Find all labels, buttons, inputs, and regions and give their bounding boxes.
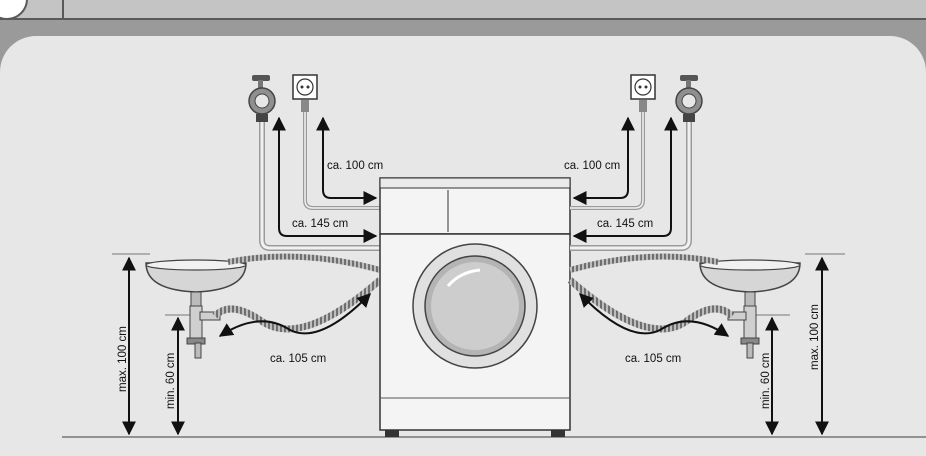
water-tap-icon — [248, 75, 276, 122]
installation-diagram: ca. 100 cm ca. 145 cm ca. 105 cm max. 10… — [62, 74, 926, 438]
header-divider — [62, 0, 64, 18]
inlet-hose-length-label-right: ca. 145 cm — [597, 218, 653, 230]
drain-hose-length-label-left: ca. 105 cm — [270, 353, 326, 365]
drain-hose-lower-left — [212, 277, 383, 333]
sink-icon — [145, 259, 247, 359]
power-socket-icon — [630, 74, 656, 112]
drain-hose-length-label-right: ca. 105 cm — [625, 353, 681, 365]
inlet-hose-arrow-right — [572, 116, 678, 243]
drain-hose-lower-right — [567, 277, 735, 333]
drain-hose-arrow-left — [218, 293, 371, 337]
inlet-hose-length-label-left: ca. 145 cm — [292, 218, 348, 230]
header-bar — [0, 0, 926, 20]
max-height-label-right: max. 100 cm — [809, 304, 821, 370]
sink-icon — [699, 259, 801, 359]
washing-machine-icon — [379, 177, 571, 437]
max-height-label-left: max. 100 cm — [117, 326, 129, 392]
drain-hose-upper-left — [227, 253, 381, 273]
power-cable-arrow-right — [572, 116, 635, 205]
drain-hose-upper-right — [569, 253, 719, 273]
water-tap-icon — [675, 75, 703, 122]
power-socket-icon — [292, 74, 318, 112]
inlet-hose-arrow-left — [272, 116, 378, 243]
power-cable-length-label-right: ca. 100 cm — [564, 160, 620, 172]
power-cable-arrow-left — [316, 116, 378, 205]
min-height-label-right: min. 60 cm — [760, 353, 772, 409]
drain-hose-arrow-right — [579, 293, 730, 337]
power-cable-length-label-left: ca. 100 cm — [327, 160, 383, 172]
min-height-label-left: min. 60 cm — [165, 353, 177, 409]
